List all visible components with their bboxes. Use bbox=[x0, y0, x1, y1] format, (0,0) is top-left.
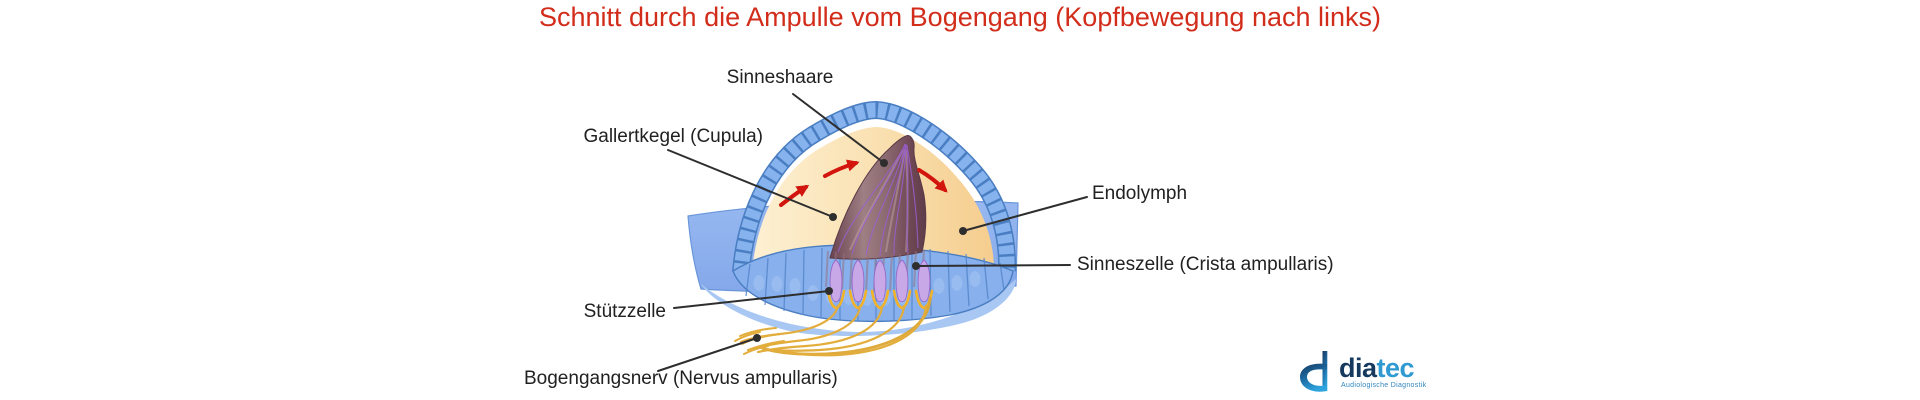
diatec-logo-text: diatec Audiologische Diagnostik bbox=[1339, 349, 1426, 390]
crista-base bbox=[700, 279, 1016, 337]
wordmark-dark-part: dia bbox=[1339, 353, 1377, 383]
flow-arrows bbox=[779, 159, 948, 207]
label-gallertkegel: Gallertkegel (Cupula) bbox=[583, 126, 763, 147]
nerve-fibers bbox=[734, 296, 932, 357]
label-sinneshaare: Sinneshaare bbox=[726, 67, 834, 88]
wordmark-light-part: tec bbox=[1376, 353, 1415, 383]
diatec-wordmark: diatec bbox=[1339, 353, 1426, 383]
diatec-logo-icon bbox=[1300, 351, 1328, 392]
label-sinneszelle: Sinneszelle (Crista ampullaris) bbox=[1077, 254, 1334, 275]
leader-dots bbox=[753, 159, 967, 342]
ampulla-wall bbox=[732, 100, 1017, 273]
label-endolymph: Endolymph bbox=[1092, 183, 1188, 204]
page-title: Schnitt durch die Ampulle vom Bogengang … bbox=[538, 2, 1382, 32]
label-stuetzzelle: Stützzelle bbox=[583, 301, 666, 322]
logo-tagline: Audiologische Diagnostik bbox=[1341, 382, 1427, 389]
leader-lines bbox=[657, 93, 1088, 372]
diatec-logo: diatec Audiologische Diagnostik bbox=[1296, 349, 1426, 395]
hair-cells bbox=[826, 259, 934, 310]
label-bogengangsnerv: Bogengangsnerv (Nervus ampullaris) bbox=[524, 368, 838, 389]
